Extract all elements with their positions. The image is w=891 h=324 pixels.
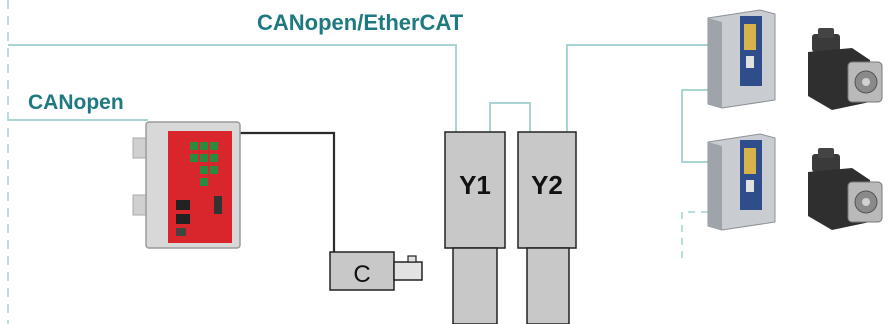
y1-axis-body — [444, 131, 506, 249]
servo-motor-2 — [808, 148, 883, 230]
y1-y2-link-line — [489, 102, 531, 132]
y2-to-drives-bus-line — [566, 44, 708, 132]
c-axis-shaft — [393, 261, 423, 281]
c-axis-label: C — [353, 261, 370, 288]
drive-dashed-continuation — [681, 211, 708, 264]
y2-axis: Y2 — [517, 131, 577, 324]
y2-axis-rod — [526, 247, 570, 324]
y2-axis-body — [517, 131, 577, 249]
drive-link-line — [681, 89, 708, 163]
canopen-ethercat-label: CANopen/EtherCAT — [257, 10, 464, 35]
y1-axis-rod — [452, 247, 498, 324]
c-axis: C — [329, 251, 423, 291]
canopen-ethercat-bus-line — [8, 44, 457, 132]
controller-module — [132, 121, 241, 249]
servo-drive-1 — [707, 9, 776, 109]
c-axis-box — [329, 251, 395, 291]
canopen-label: CANopen — [28, 91, 124, 114]
y1-axis-label: Y1 — [459, 170, 491, 200]
controller-to-c-cable — [236, 131, 336, 252]
servo-drive-2 — [707, 133, 776, 231]
y1-axis: Y1 — [444, 131, 506, 324]
servo-motor-1 — [808, 28, 883, 110]
y2-axis-label: Y2 — [531, 170, 563, 200]
